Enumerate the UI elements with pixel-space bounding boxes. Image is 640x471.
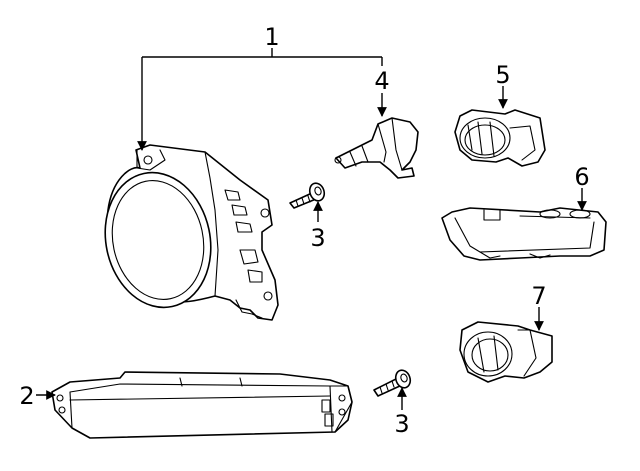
leader-lines xyxy=(36,48,587,410)
screw-lower xyxy=(373,369,412,397)
bracket-5 xyxy=(454,109,546,167)
callout-1: 1 xyxy=(264,23,279,51)
bezel xyxy=(51,371,353,439)
fog-lamp-assembly xyxy=(104,144,279,321)
callout-3-lower: 3 xyxy=(394,410,409,438)
bracket-7 xyxy=(459,321,553,383)
bulb xyxy=(334,117,419,179)
screw-upper xyxy=(289,182,326,209)
callout-7: 7 xyxy=(531,282,546,310)
callout-5: 5 xyxy=(495,61,510,89)
bracket-6 xyxy=(441,207,607,261)
callout-3-upper: 3 xyxy=(310,224,325,252)
callout-4: 4 xyxy=(374,67,389,95)
callout-6: 6 xyxy=(574,163,589,191)
callout-2: 2 xyxy=(19,382,34,410)
